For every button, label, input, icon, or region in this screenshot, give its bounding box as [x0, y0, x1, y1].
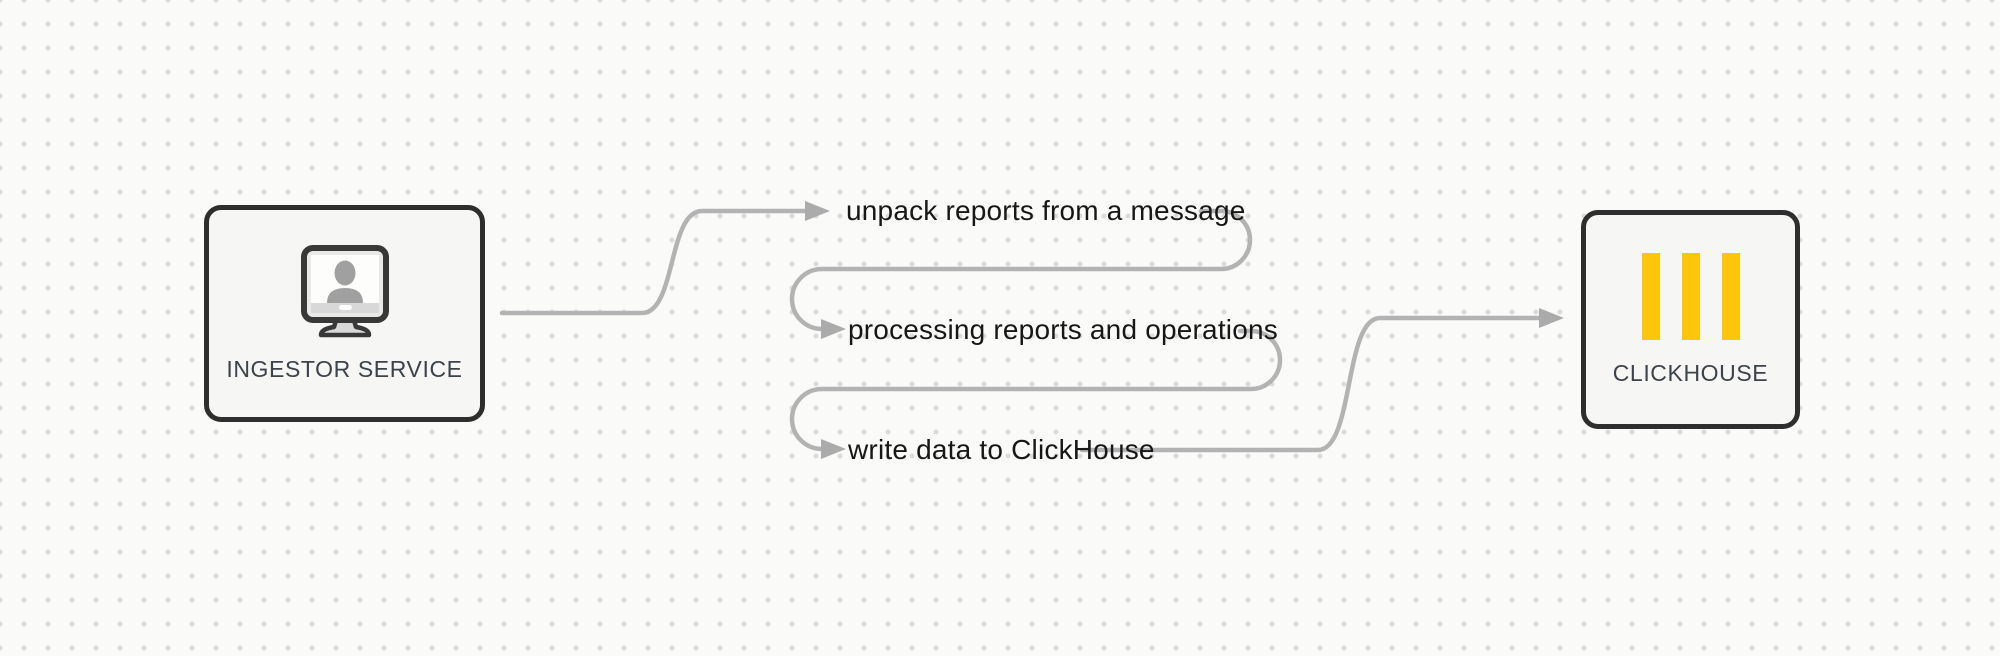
connector-step1-to-step2[interactable]	[789, 208, 1253, 339]
node-ingestor-service[interactable]: INGESTOR SERVICE	[204, 205, 485, 422]
flow-step-label-2[interactable]: processing reports and operations	[848, 314, 1278, 345]
node-label-ingestor: INGESTOR SERVICE	[226, 355, 463, 382]
clickhouse-bars-logo-icon	[1641, 252, 1740, 340]
connector-step3-to-clickhouse[interactable]	[1079, 308, 1564, 453]
flow-step-label-1[interactable]: unpack reports from a message	[846, 195, 1246, 226]
node-clickhouse[interactable]: CLICKHOUSE	[1581, 210, 1800, 429]
node-label-clickhouse: CLICKHOUSE	[1612, 359, 1769, 386]
connector-ingestor-to-step1[interactable]	[499, 201, 830, 316]
connector-step2-to-step3[interactable]	[789, 328, 1283, 459]
clickhouse-bar	[1721, 252, 1740, 340]
monitor-user-icon	[300, 244, 389, 337]
flow-step-label-3[interactable]: write data to ClickHouse	[848, 434, 1155, 465]
clickhouse-bar	[1641, 252, 1660, 340]
clickhouse-bar	[1681, 252, 1700, 340]
